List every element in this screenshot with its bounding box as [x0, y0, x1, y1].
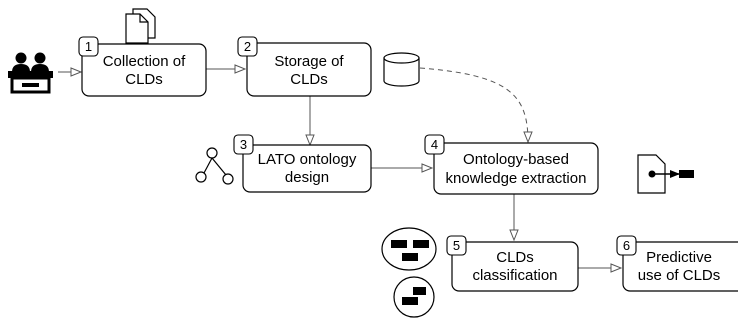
- step-number-badge: [233, 134, 254, 155]
- step-number-badge: [237, 36, 258, 57]
- step-label-line1: Ontology-based: [463, 151, 569, 168]
- step-number: 1: [85, 39, 92, 54]
- step-label-line2: CLDs: [290, 71, 328, 88]
- step-number: 3: [240, 137, 247, 152]
- step-number: 6: [623, 238, 630, 253]
- step-1: 1 Collection of CLDs: [78, 36, 207, 97]
- step-number-badge: [616, 235, 637, 256]
- step-label-line2: knowledge extraction: [446, 170, 587, 187]
- step-number-badge: [446, 235, 467, 256]
- step-6: 6 Predictive use of CLDs: [616, 235, 738, 292]
- step-4: 4 Ontology-based knowledge extraction: [424, 134, 599, 195]
- dashed-arrow-database-to-step4: [419, 67, 528, 142]
- step-3: 3 LATO ontology design: [233, 134, 372, 193]
- database-icon: [383, 52, 420, 87]
- people-at-desk-icon: [8, 52, 53, 94]
- step-number: 2: [244, 39, 251, 54]
- connectors: [58, 68, 621, 268]
- step-2: 2 Storage of CLDs: [237, 36, 372, 97]
- step-label-line1: CLDs: [496, 249, 534, 266]
- step-number: 4: [431, 137, 438, 152]
- documents-icon: [125, 8, 156, 44]
- step-label-line1: LATO ontology: [258, 151, 357, 168]
- step-label-line2: use of CLDs: [638, 267, 721, 284]
- document-arrow-icon: [637, 154, 694, 194]
- cluster-three-blocks-icon: [381, 227, 437, 271]
- step-label-line1: Predictive: [646, 249, 712, 266]
- step-label-line2: CLDs: [125, 71, 163, 88]
- step-label-line1: Collection of: [103, 53, 186, 70]
- step-number-badge: [78, 36, 99, 57]
- step-number-badge: [424, 134, 445, 155]
- step-label-line2: classification: [472, 267, 557, 284]
- ontology-graph-icon: [195, 147, 234, 185]
- step-number: 5: [453, 238, 460, 253]
- step-label-line1: Storage of: [274, 53, 344, 70]
- cluster-two-blocks-icon: [393, 276, 435, 318]
- step-5: 5 CLDs classification: [446, 235, 579, 292]
- step-label-line2: design: [285, 169, 329, 186]
